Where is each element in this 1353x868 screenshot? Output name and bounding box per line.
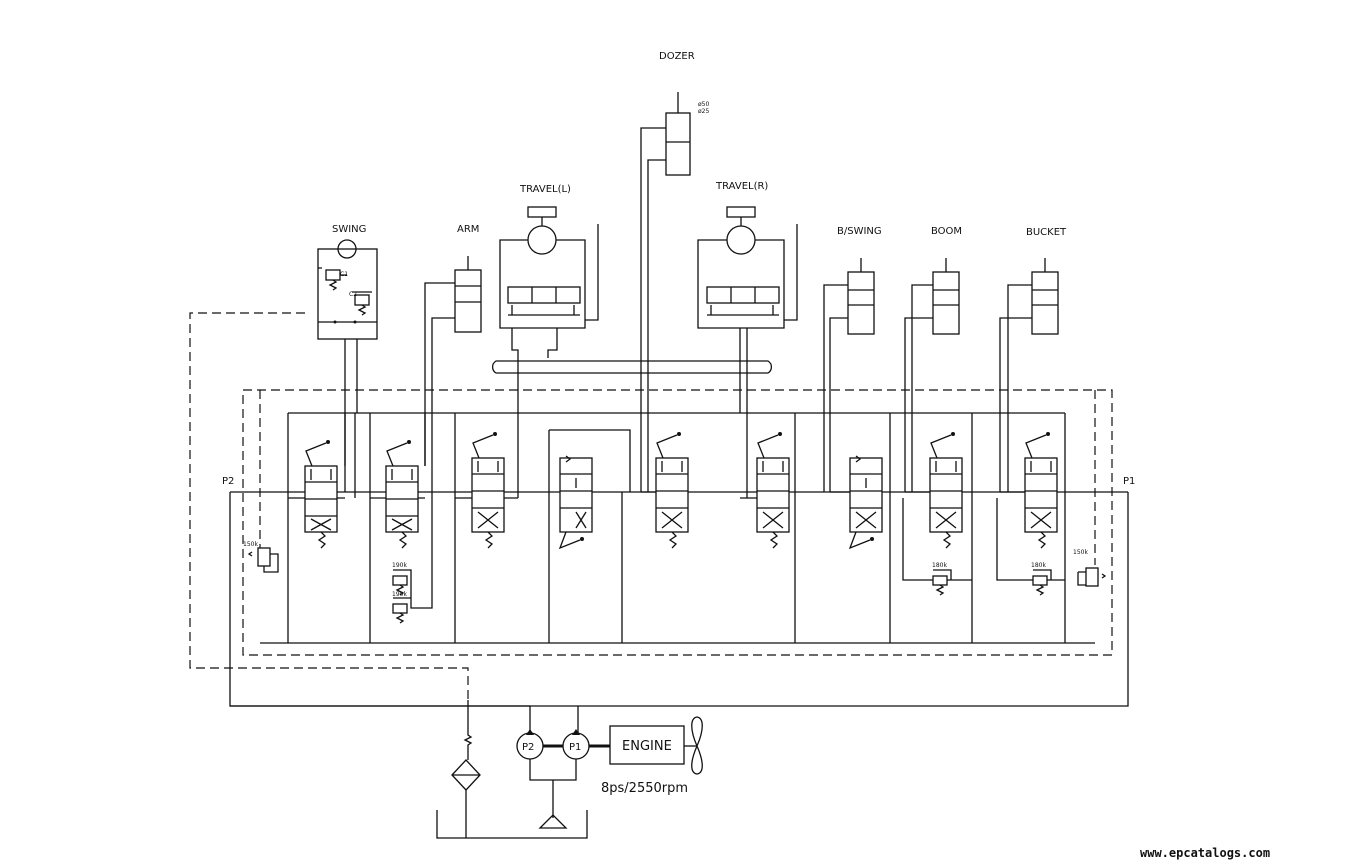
relief-valves [247,413,1107,624]
label-relief-main-right: 150k [1073,549,1088,556]
engine [609,716,703,775]
spool-valve-boom-swing [848,413,891,643]
label-pump-p1: P1 [569,742,581,753]
label-engine: ENGINE [622,739,672,754]
label-dozer-bore: ø50 [698,101,709,108]
label-travel-right: TRAVEL(R) [715,181,768,192]
label-swing: SWING [332,224,366,235]
label-bucket: BUCKET [1026,227,1067,238]
boom-swing-cylinder [823,258,875,493]
boom-cylinder [904,258,960,493]
label-relief-boom: 180k [932,562,947,569]
label-pump-p2: P2 [522,742,534,753]
labels: SWING ARM TRAVEL(L) DOZER ø50 ø25 TRAVEL… [222,51,1270,860]
arm-cylinder [418,256,482,499]
label-boom: BOOM [931,226,962,237]
control-valve-block [287,413,1066,643]
spool-valve-travel-left [454,413,505,643]
spool-valve-swing [287,413,346,643]
label-relief-arm-1: 190k [392,562,407,569]
label-arm: ARM [457,224,479,235]
label-dozer: DOZER [659,51,695,62]
label-boom-swing: B/SWING [837,226,882,237]
bucket-cylinder [999,258,1059,493]
label-port-p1: P1 [1123,476,1135,487]
pressure-galleries [229,360,1129,707]
label-swing-c1: C1 [340,271,348,278]
swing-motor-circuit [317,239,378,499]
label-relief-main-left: 150k [243,541,258,548]
dozer-cylinder [640,92,691,493]
label-swing-c2: C2 [349,291,357,298]
label-port-p2: P2 [222,476,234,487]
spool-valve-dozer [548,429,631,643]
label-relief-bucket: 180k [1031,562,1046,569]
spool-valve-travel-right [756,413,796,643]
label-engine-rating: 8ps/2550rpm [601,781,688,796]
spool-valve-bucket [996,413,1066,643]
label-relief-arm-2: 190k [392,591,407,598]
spool-valve-boom [902,413,973,643]
drain-lines [189,312,1113,700]
watermark: www.epcatalogs.com [1140,846,1270,860]
spool-valve-travel-straight [621,432,689,643]
travel-left-motor [499,206,599,499]
label-dozer-rod: ø25 [698,108,709,115]
label-travel-left: TRAVEL(L) [519,184,571,195]
pump-unit [230,700,610,839]
travel-right-motor [697,206,798,499]
